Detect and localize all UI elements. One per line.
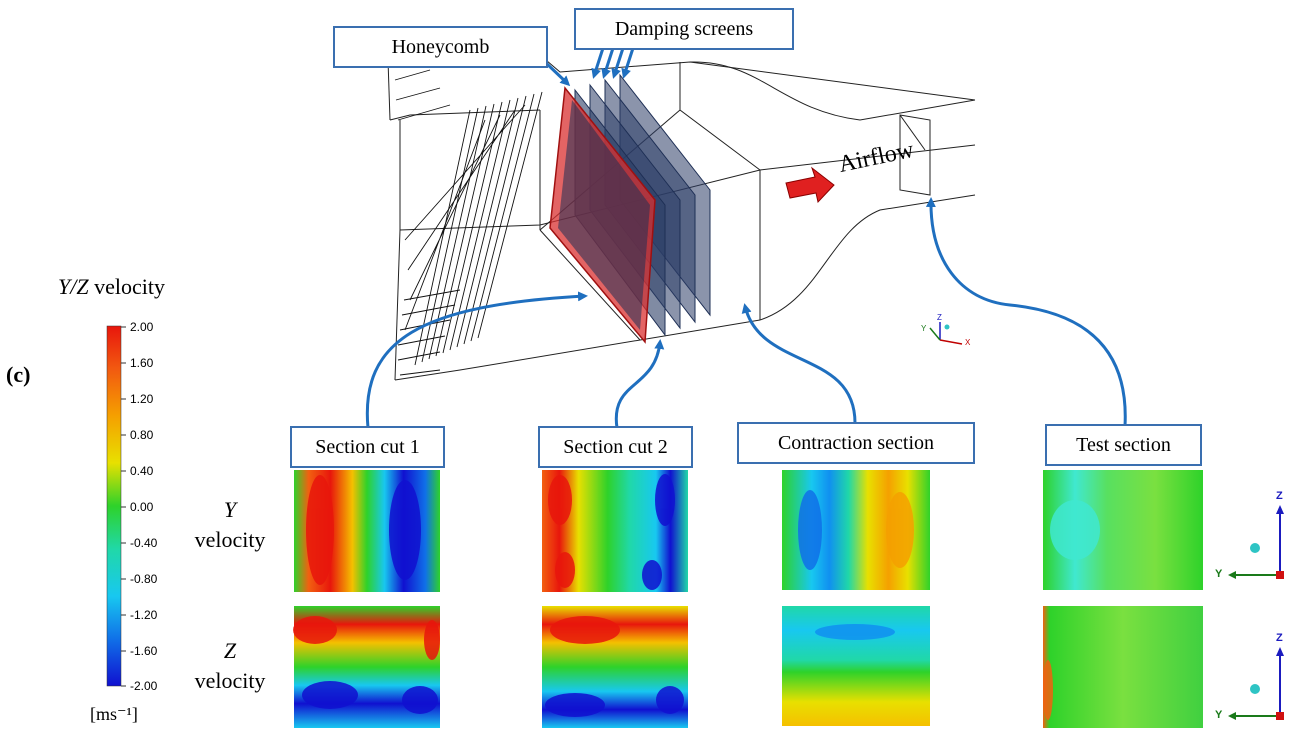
contraction-section-callout: Contraction section: [737, 422, 975, 464]
row-label-y-var: Y: [223, 497, 237, 522]
triad-small-y-label: Y: [921, 324, 927, 333]
colorbar-tick-6: -0.40: [130, 536, 158, 550]
honeycomb-cells: [394, 69, 543, 376]
colorbar-tick-9: -1.60: [130, 644, 158, 658]
pointer-arrows: [365, 44, 1127, 429]
row-label-z-var: Z: [223, 638, 237, 663]
colorbar-tick-0: 2.00: [130, 320, 154, 334]
colorbar-tickmarks: [121, 326, 126, 687]
airflow-arrow: [785, 166, 835, 204]
triad-y-row-z-label: Z: [1276, 490, 1283, 502]
colorbar-gradient: [106, 325, 122, 687]
section-cut-2-callout: Section cut 2: [538, 426, 693, 468]
triad-y-row-icon: [1228, 505, 1284, 579]
colorbar-tick-5: 0.00: [130, 500, 154, 514]
colorbar-tick-4: 0.40: [130, 464, 154, 478]
colorbar-title-word: velocity: [88, 274, 165, 299]
colorbar-tick-7: -0.80: [130, 572, 158, 586]
honeycomb-callout: Honeycomb: [333, 26, 548, 68]
damping-screens-callout: Damping screens: [574, 8, 794, 50]
honeycomb-plane-inner: [558, 100, 650, 330]
colorbar-tick-3: 0.80: [130, 428, 154, 442]
panel-z-test-section: [1043, 606, 1203, 728]
triad-small-z-label: Z: [937, 313, 942, 322]
triad-y-row-y-label: Y: [1215, 568, 1223, 580]
triad-small-x-label: X: [965, 338, 971, 347]
colorbar-tick-1: 1.60: [130, 356, 154, 370]
colorbar-unit: [ms⁻¹]: [90, 704, 138, 724]
panel-z-contraction: [782, 606, 930, 726]
colorbar-title-var: Y/Z: [58, 274, 89, 299]
colorbar-tick-2: 1.20: [130, 392, 154, 406]
row-label-y: Y velocity: [175, 495, 285, 555]
triad-z-row-icon: [1228, 647, 1284, 720]
row-label-z-word: velocity: [194, 668, 266, 693]
triad-small-icon: [929, 322, 963, 345]
colorbar-title: Y/Z velocity: [58, 274, 165, 300]
row-label-z: Z velocity: [175, 636, 285, 696]
contour-details: [293, 474, 1100, 720]
figure-label: (c): [6, 362, 31, 387]
triad-z-row-y-label: Y: [1215, 709, 1223, 721]
colorbar-tick-10: -2.00: [130, 679, 158, 693]
triad-z-row-z-label: Z: [1276, 632, 1283, 644]
section-cut-1-callout: Section cut 1: [290, 426, 445, 468]
colorbar-tick-8: -1.20: [130, 608, 158, 622]
row-label-y-word: velocity: [194, 527, 266, 552]
test-section-callout: Test section: [1045, 424, 1202, 466]
